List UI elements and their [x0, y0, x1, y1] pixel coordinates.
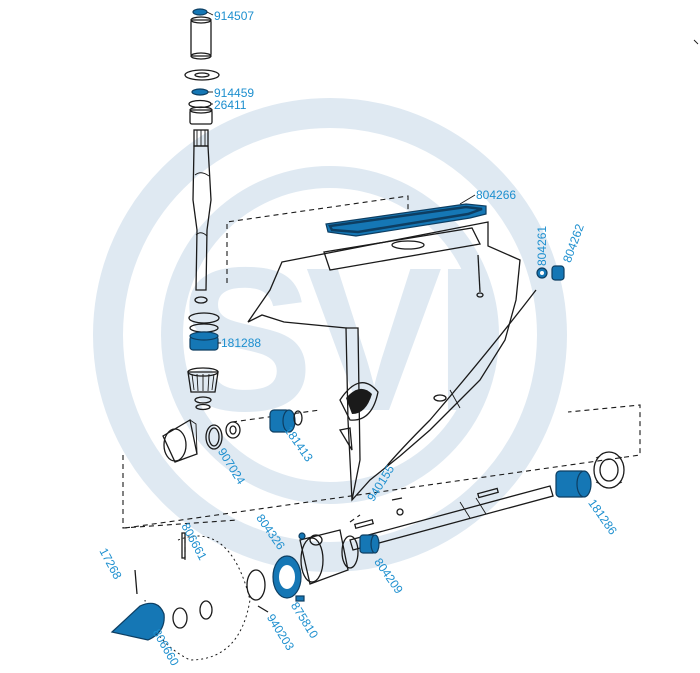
cotter-pin-806661 [181, 532, 186, 559]
snap-ring-top [192, 8, 208, 16]
gearcase-top-deck [323, 227, 481, 271]
screw-940203 [257, 605, 269, 613]
vertical-driveshaft [192, 145, 212, 291]
reverse-gear [593, 451, 625, 489]
part-label-914507[interactable]: 914507 [214, 9, 255, 23]
propeller-shaft [349, 485, 554, 551]
part-label-914459[interactable]: 914459 [214, 86, 255, 100]
leader-lines [206, 11, 476, 344]
shift-rod [384, 289, 537, 469]
cotter-pin-17268 [134, 569, 138, 595]
o-ring-carrier [341, 535, 359, 569]
svi-watermark-logo: SVI [93, 98, 567, 572]
thrust-washer [184, 69, 220, 81]
upper-sleeve [190, 19, 212, 57]
washer [246, 569, 266, 601]
forward-gear-group [162, 409, 303, 463]
upper-bearing [189, 109, 213, 125]
part-label-804261[interactable]: 804261 [535, 225, 549, 266]
prop-washer [172, 607, 188, 629]
propeller-nut-cone-806660 [110, 602, 165, 641]
part-label-804266[interactable]: 804266 [476, 188, 517, 202]
propeller-outline [144, 535, 251, 661]
pin-804326 [298, 532, 306, 540]
bearing-cup [225, 421, 241, 439]
part-label-181288[interactable]: 181288 [221, 336, 262, 350]
bearing-carrier [299, 529, 349, 585]
scan-mark [693, 39, 699, 45]
pinion-nut [194, 396, 212, 404]
gearcase-housing [247, 221, 537, 502]
retaining-ring [191, 88, 209, 96]
clip-insert [295, 595, 305, 602]
driveshaft-assembly [184, 8, 220, 411]
propeller-group [110, 532, 269, 661]
part-label-26411[interactable]: 26411 [214, 98, 247, 112]
shim-ring-907024 [205, 424, 223, 450]
pinion-gear [187, 371, 219, 393]
gasket-804266 [325, 203, 487, 237]
propeller-shaft-group [349, 451, 625, 551]
shim [188, 312, 220, 324]
oil-plug-804262 [551, 265, 565, 281]
gearcase-body [247, 221, 521, 502]
screw-940155 [396, 508, 404, 516]
bearing-carrier-group [246, 497, 404, 602]
drain-screw [477, 254, 481, 293]
oil-plug-assembly [536, 265, 565, 281]
water-intake-window [339, 382, 379, 421]
watermark-text: SVI [177, 225, 483, 454]
